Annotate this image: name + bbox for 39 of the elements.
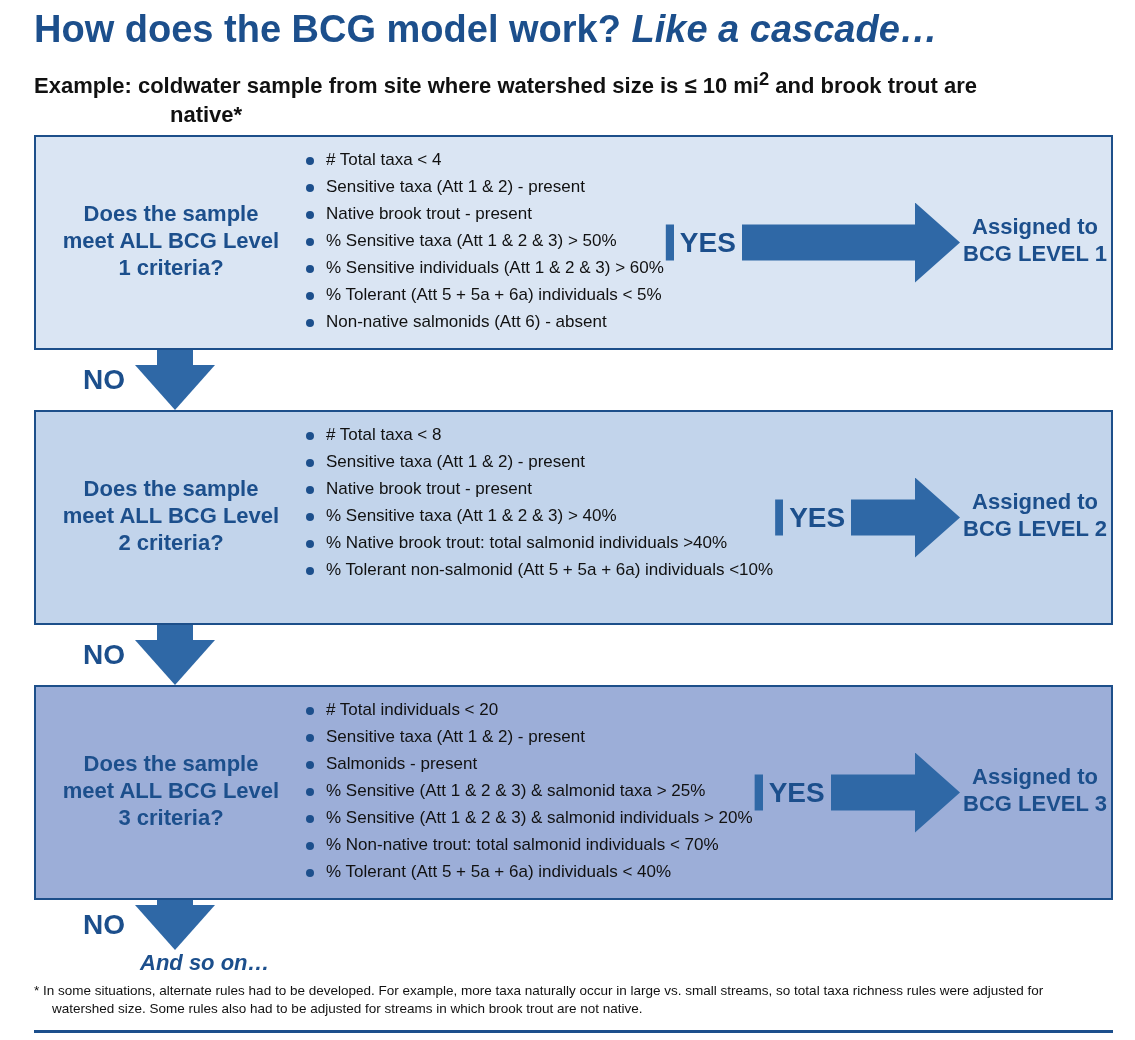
criterion-text: Sensitive taxa (Att 1 & 2) - present bbox=[326, 727, 585, 746]
question-text: Does the sample meet ALL BCG Level 2 criteria? bbox=[61, 475, 281, 556]
criterion-text: Native brook trout - present bbox=[326, 479, 532, 498]
criterion-text: % Tolerant (Att 5 + 5a + 6a) individuals < 5% bbox=[326, 285, 662, 304]
block-arrow bbox=[135, 350, 215, 410]
block-arrow bbox=[135, 625, 215, 685]
criterion-text: Sensitive taxa (Att 1 & 2) - present bbox=[326, 177, 585, 196]
criterion-text: % Sensitive taxa (Att 1 & 2 & 3) > 50% bbox=[326, 231, 617, 250]
criterion-text: Sensitive taxa (Att 1 & 2) - present bbox=[326, 452, 585, 471]
subtitle: Example: coldwater sample from site where watershed size is ≤ 10 mi$^{2}$ and brook trout are native* bbox=[34, 67, 978, 130]
result-text: Assigned to BCG LEVEL 2 bbox=[960, 487, 1110, 548]
criterion-text: Native brook trout - present bbox=[326, 204, 532, 223]
criterion-text: Non-native salmonids (Att 6) - absent bbox=[326, 312, 607, 331]
edge-label: YES bbox=[673, 222, 742, 263]
edge-label: YES bbox=[762, 772, 831, 813]
continuation-text: And so on… bbox=[140, 950, 320, 976]
criterion-text: % Sensitive (Att 1 & 2 & 3) & salmonid individuals > 20% bbox=[326, 808, 753, 827]
criterion-text: # Total taxa < 8 bbox=[326, 425, 442, 444]
criteria-panel bbox=[34, 135, 1113, 350]
criterion-text: % Tolerant non-salmonid (Att 5 + 5a + 6a) individuals <10% bbox=[326, 560, 774, 579]
footnote: * In some situations, alternate rules had to be developed. For example, more taxa naturally occur in large vs. small streams, so total taxa richness rules were adjusted for watershed size. Some rules also had to be adjusted for streams in which brook trout are not native. bbox=[34, 982, 1045, 1018]
criterion-text: Salmonids - present bbox=[326, 754, 478, 773]
question-text: Does the sample meet ALL BCG Level 3 criteria? bbox=[61, 750, 281, 831]
criterion-text: % Tolerant (Att 5 + 5a + 6a) individuals < 40% bbox=[326, 862, 672, 881]
criterion-text: # Total taxa < 4 bbox=[326, 150, 442, 169]
criterion-text: % Non-native trout: total salmonid individuals < 70% bbox=[326, 835, 719, 854]
result-text: Assigned to BCG LEVEL 3 bbox=[960, 762, 1110, 823]
edge-label: YES bbox=[783, 497, 852, 538]
criterion-text: # Total individuals < 20 bbox=[326, 700, 499, 719]
block-arrow bbox=[135, 900, 215, 950]
criterion-text: % Sensitive (Att 1 & 2 & 3) & salmonid taxa > 25% bbox=[326, 781, 706, 800]
title: How does the BCG model work? Like a cascade… bbox=[34, 8, 938, 51]
result-text: Assigned to BCG LEVEL 1 bbox=[960, 212, 1110, 273]
criterion-text: % Sensitive individuals (Att 1 & 2 & 3) > 60% bbox=[326, 258, 664, 277]
criteria-panel bbox=[34, 685, 1113, 900]
criteria-panel bbox=[34, 410, 1113, 625]
criterion-text: % Native brook trout: total salmonid individuals >40% bbox=[326, 533, 728, 552]
criterion-text: % Sensitive taxa (Att 1 & 2 & 3) > 40% bbox=[326, 506, 617, 525]
question-text: Does the sample meet ALL BCG Level 1 criteria? bbox=[61, 200, 281, 281]
